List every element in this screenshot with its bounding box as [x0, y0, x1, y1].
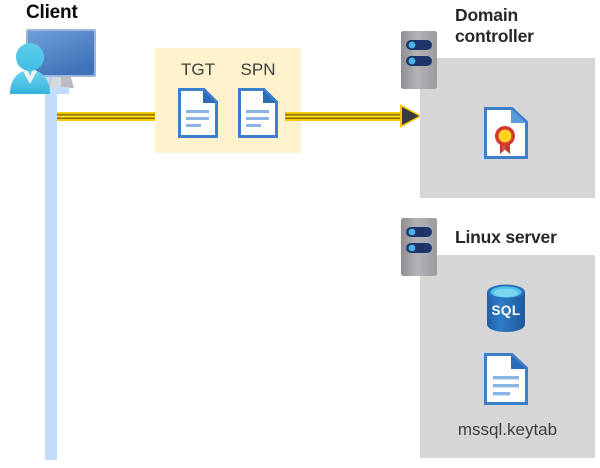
linux-server-server-icon: [401, 218, 437, 276]
message-payload-box: [155, 48, 301, 153]
arrow-segment-left: [57, 112, 157, 121]
domain-controller-label: Domain controller: [455, 5, 534, 46]
linux-server-label: Linux server: [455, 227, 557, 247]
arrow-segment-right: [285, 112, 403, 121]
arrow-head-icon: [402, 107, 419, 125]
tgt-label: TGT: [181, 60, 215, 79]
sql-database-icon: SQL: [485, 283, 527, 333]
svg-text:SQL: SQL: [492, 303, 521, 318]
client-label: Client: [26, 2, 78, 23]
client-workstation-icon: [6, 24, 98, 96]
client-lifeline: [45, 72, 57, 460]
keytab-filename-label: mssql.keytab: [457, 420, 558, 439]
spn-label: SPN: [240, 60, 276, 79]
keytab-document-icon: [484, 353, 528, 405]
domain-controller-server-icon: [401, 31, 437, 89]
spn-document-icon: [238, 88, 278, 138]
tgt-document-icon: [178, 88, 218, 138]
certificate-icon: [484, 107, 528, 159]
